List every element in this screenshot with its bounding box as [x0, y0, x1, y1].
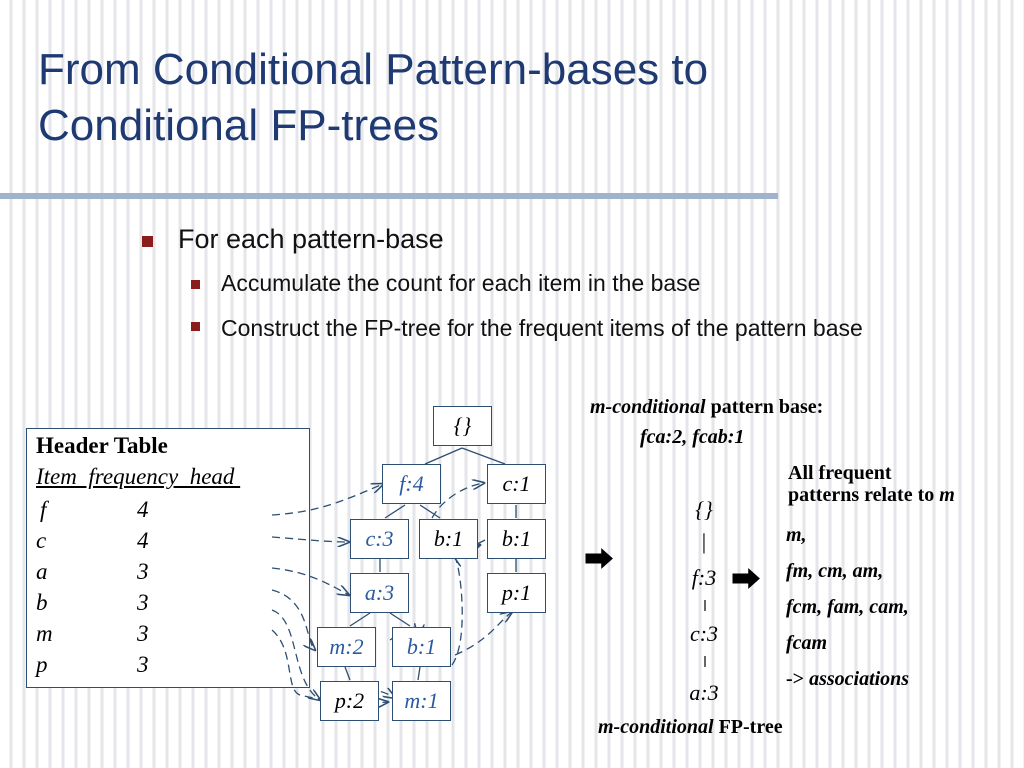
- label-italic: m-conditional: [598, 716, 714, 738]
- pattern-line: fcam: [786, 632, 828, 654]
- square-bullet-icon: [191, 280, 200, 289]
- assoc-prefix: ->: [786, 668, 810, 690]
- cond-tree-root: {}: [695, 497, 713, 522]
- square-bullet-icon: [191, 322, 200, 331]
- title-divider: [0, 193, 778, 199]
- frequent-patterns-heading: All frequent patterns relate to m: [788, 462, 955, 506]
- assoc-text: associations: [809, 668, 910, 690]
- associations-line: -> associations: [786, 668, 909, 691]
- item-cell: b: [36, 590, 48, 615]
- item-cell: m: [36, 621, 53, 646]
- tree-node-p2: p:2: [320, 681, 379, 721]
- right-double-arrow-icon: ⮕: [584, 543, 614, 578]
- pattern-line: m,: [786, 524, 807, 546]
- label-rest: pattern base:: [705, 396, 824, 418]
- tree-node-c3: c:3: [350, 519, 409, 559]
- tree-node-p1: p:1: [487, 573, 546, 613]
- slide-title: From Conditional Pattern-bases to Condit…: [38, 45, 709, 150]
- bullet-level1: For each pattern-base: [142, 224, 444, 255]
- pattern-line: fcm, fam, cam,: [786, 596, 909, 618]
- heading-line2: patterns relate to m: [788, 484, 955, 506]
- tree-root-node: {}: [433, 406, 492, 446]
- cond-tree-bar: |: [701, 529, 707, 554]
- bullet-text: Construct the FP-tree for the frequent i…: [221, 315, 863, 341]
- cond-tree-label: m-conditional FP-tree: [598, 716, 783, 739]
- frequency-cell: 4: [137, 497, 149, 522]
- bullet-level2-construct: Construct the FP-tree for the frequent i…: [191, 312, 981, 345]
- heading-item: m: [939, 484, 955, 506]
- frequency-cell: 3: [137, 652, 149, 677]
- frequency-cell: 3: [137, 590, 149, 615]
- right-double-arrow-icon: ⮕: [731, 563, 761, 598]
- tree-edges: [344, 447, 517, 681]
- heading-text: patterns relate to: [788, 484, 940, 506]
- item-cell: a: [36, 559, 48, 584]
- square-bullet-icon: [142, 236, 153, 247]
- tree-node-c1: c:1: [487, 464, 546, 504]
- frequency-cell: 4: [137, 528, 149, 553]
- cond-tree-node-f3: f:3: [691, 565, 717, 590]
- bullet-text: For each pattern-base: [178, 224, 444, 254]
- pattern-line: fm, cm, am,: [786, 560, 884, 582]
- item-cell: c: [36, 528, 47, 553]
- tree-node-b1: b:1: [392, 627, 451, 667]
- tree-node-b1: b:1: [487, 519, 546, 559]
- tree-node-a3: a:3: [350, 573, 409, 613]
- header-table-columns: Item frequency head: [36, 464, 241, 489]
- tree-node-b1: b:1: [419, 519, 478, 559]
- label-italic: m-conditional: [590, 396, 706, 418]
- bullet-text: Accumulate the count for each item in th…: [221, 270, 701, 296]
- header-table-title: Header Table: [36, 433, 168, 458]
- label-rest: FP-tree: [713, 716, 783, 738]
- item-cell: p: [36, 652, 48, 677]
- cond-tree-node-c3: c:3: [689, 621, 719, 646]
- heading-line1: All frequent: [788, 462, 892, 484]
- frequency-cell: 3: [137, 559, 149, 584]
- bullet-level2-accumulate: Accumulate the count for each item in th…: [191, 270, 701, 297]
- pattern-base-value: fca:2, fcab:1: [640, 426, 745, 448]
- tree-node-m2: m:2: [317, 627, 376, 667]
- item-cell: f: [40, 497, 47, 522]
- pattern-base-label: m-conditional pattern base:: [590, 396, 823, 419]
- tree-node-m1: m:1: [392, 681, 451, 721]
- frequency-cell: 3: [137, 621, 149, 646]
- cond-tree-node-a3: a:3: [689, 680, 719, 705]
- tree-node-f4: f:4: [382, 464, 441, 504]
